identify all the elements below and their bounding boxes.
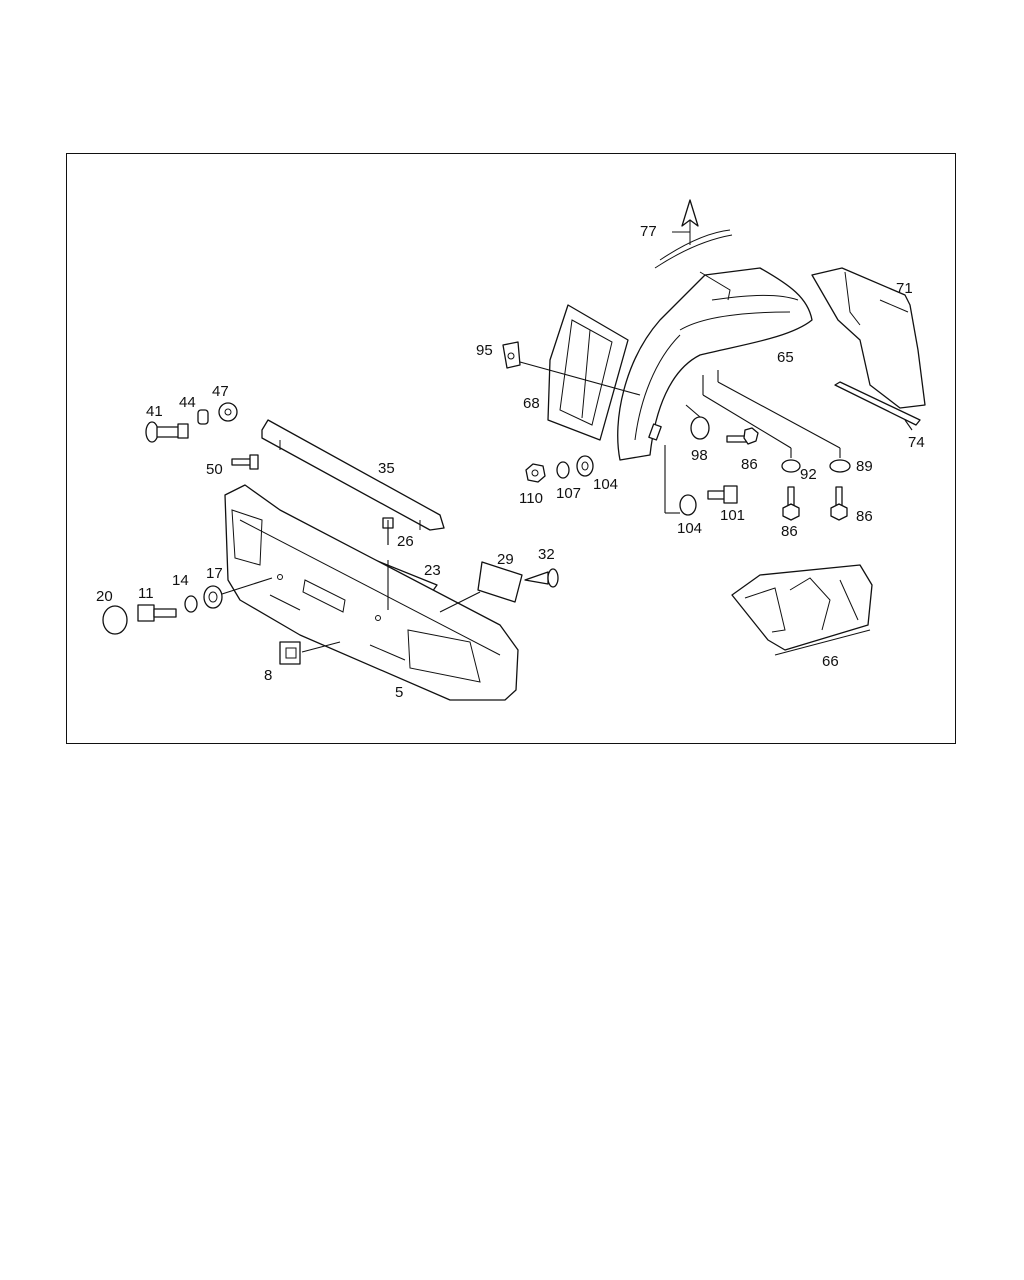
label-92: 92 <box>800 466 817 483</box>
label-95: 95 <box>476 342 493 359</box>
part-5-bumper <box>224 484 519 701</box>
diagram-frame <box>66 153 956 744</box>
label-23: 23 <box>424 562 441 579</box>
part-86-screw-a <box>726 427 759 445</box>
part-44-spacer <box>197 409 209 425</box>
label-86-a: 86 <box>741 456 758 473</box>
part-77-body-edge <box>654 199 733 269</box>
part-65-fender <box>617 267 813 461</box>
part-86-screw-b <box>782 486 800 521</box>
part-89-washer <box>717 370 851 473</box>
part-32-screw <box>524 568 559 588</box>
label-20: 20 <box>96 588 113 605</box>
label-71: 71 <box>896 280 913 297</box>
part-50-screw <box>231 454 259 470</box>
label-86-b: 86 <box>781 523 798 540</box>
label-11: 11 <box>138 585 154 602</box>
part-98-washer <box>685 404 710 440</box>
label-101: 101 <box>720 507 745 524</box>
part-14-washer <box>184 595 198 613</box>
label-66: 66 <box>822 653 839 670</box>
label-26: 26 <box>397 533 414 550</box>
part-110-nut <box>525 463 546 483</box>
label-8: 8 <box>264 667 272 684</box>
label-14: 14 <box>172 572 189 589</box>
label-50: 50 <box>206 461 223 478</box>
label-86-c: 86 <box>856 508 873 525</box>
label-29: 29 <box>497 551 514 568</box>
part-92-washer <box>702 375 801 473</box>
label-104-a: 104 <box>593 476 618 493</box>
part-11-bolt <box>137 604 177 622</box>
label-47: 47 <box>212 383 229 400</box>
label-74: 74 <box>908 434 925 451</box>
label-17: 17 <box>206 565 223 582</box>
part-95-clip <box>502 341 641 396</box>
part-104-washer-b <box>664 445 697 516</box>
label-5: 5 <box>395 684 403 701</box>
label-68: 68 <box>523 395 540 412</box>
part-104-washer-a <box>576 455 594 477</box>
label-89: 89 <box>856 458 873 475</box>
part-29-plate <box>439 561 523 613</box>
part-47-washer <box>218 402 238 422</box>
part-74-strip <box>834 381 921 431</box>
part-8-clip <box>279 641 341 665</box>
label-41: 41 <box>146 403 163 420</box>
part-101-bolt <box>707 485 738 504</box>
part-41-bolt <box>145 421 189 443</box>
part-20-cap <box>102 605 128 635</box>
label-104-b: 104 <box>677 520 702 537</box>
label-98: 98 <box>691 447 708 464</box>
part-66-bracket <box>731 564 873 656</box>
label-35: 35 <box>378 460 395 477</box>
part-68-liner <box>547 304 629 441</box>
label-107: 107 <box>556 485 581 502</box>
label-110: 110 <box>519 490 543 507</box>
callout-labels: 77 71 65 95 68 98 86 92 89 74 110 107 10… <box>96 223 925 701</box>
part-107-washer <box>556 461 570 479</box>
part-86-screw-c <box>830 486 848 521</box>
part-35-support-bar <box>261 419 445 531</box>
part-17-grommet <box>203 577 273 609</box>
label-77: 77 <box>640 223 657 240</box>
label-32: 32 <box>538 546 555 563</box>
label-44: 44 <box>179 394 196 411</box>
part-71-mudguard <box>811 267 926 409</box>
label-65: 65 <box>777 349 794 366</box>
